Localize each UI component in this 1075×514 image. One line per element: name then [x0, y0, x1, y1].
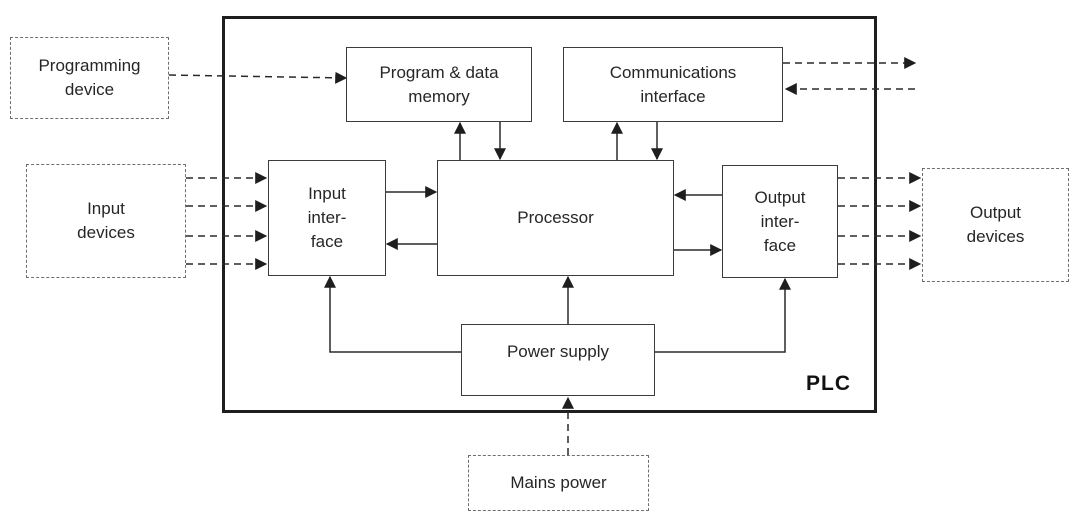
arrow-power-to-output [655, 279, 785, 352]
arrow-programming-to-memory [169, 75, 346, 78]
arrow-power-to-input [330, 277, 461, 352]
